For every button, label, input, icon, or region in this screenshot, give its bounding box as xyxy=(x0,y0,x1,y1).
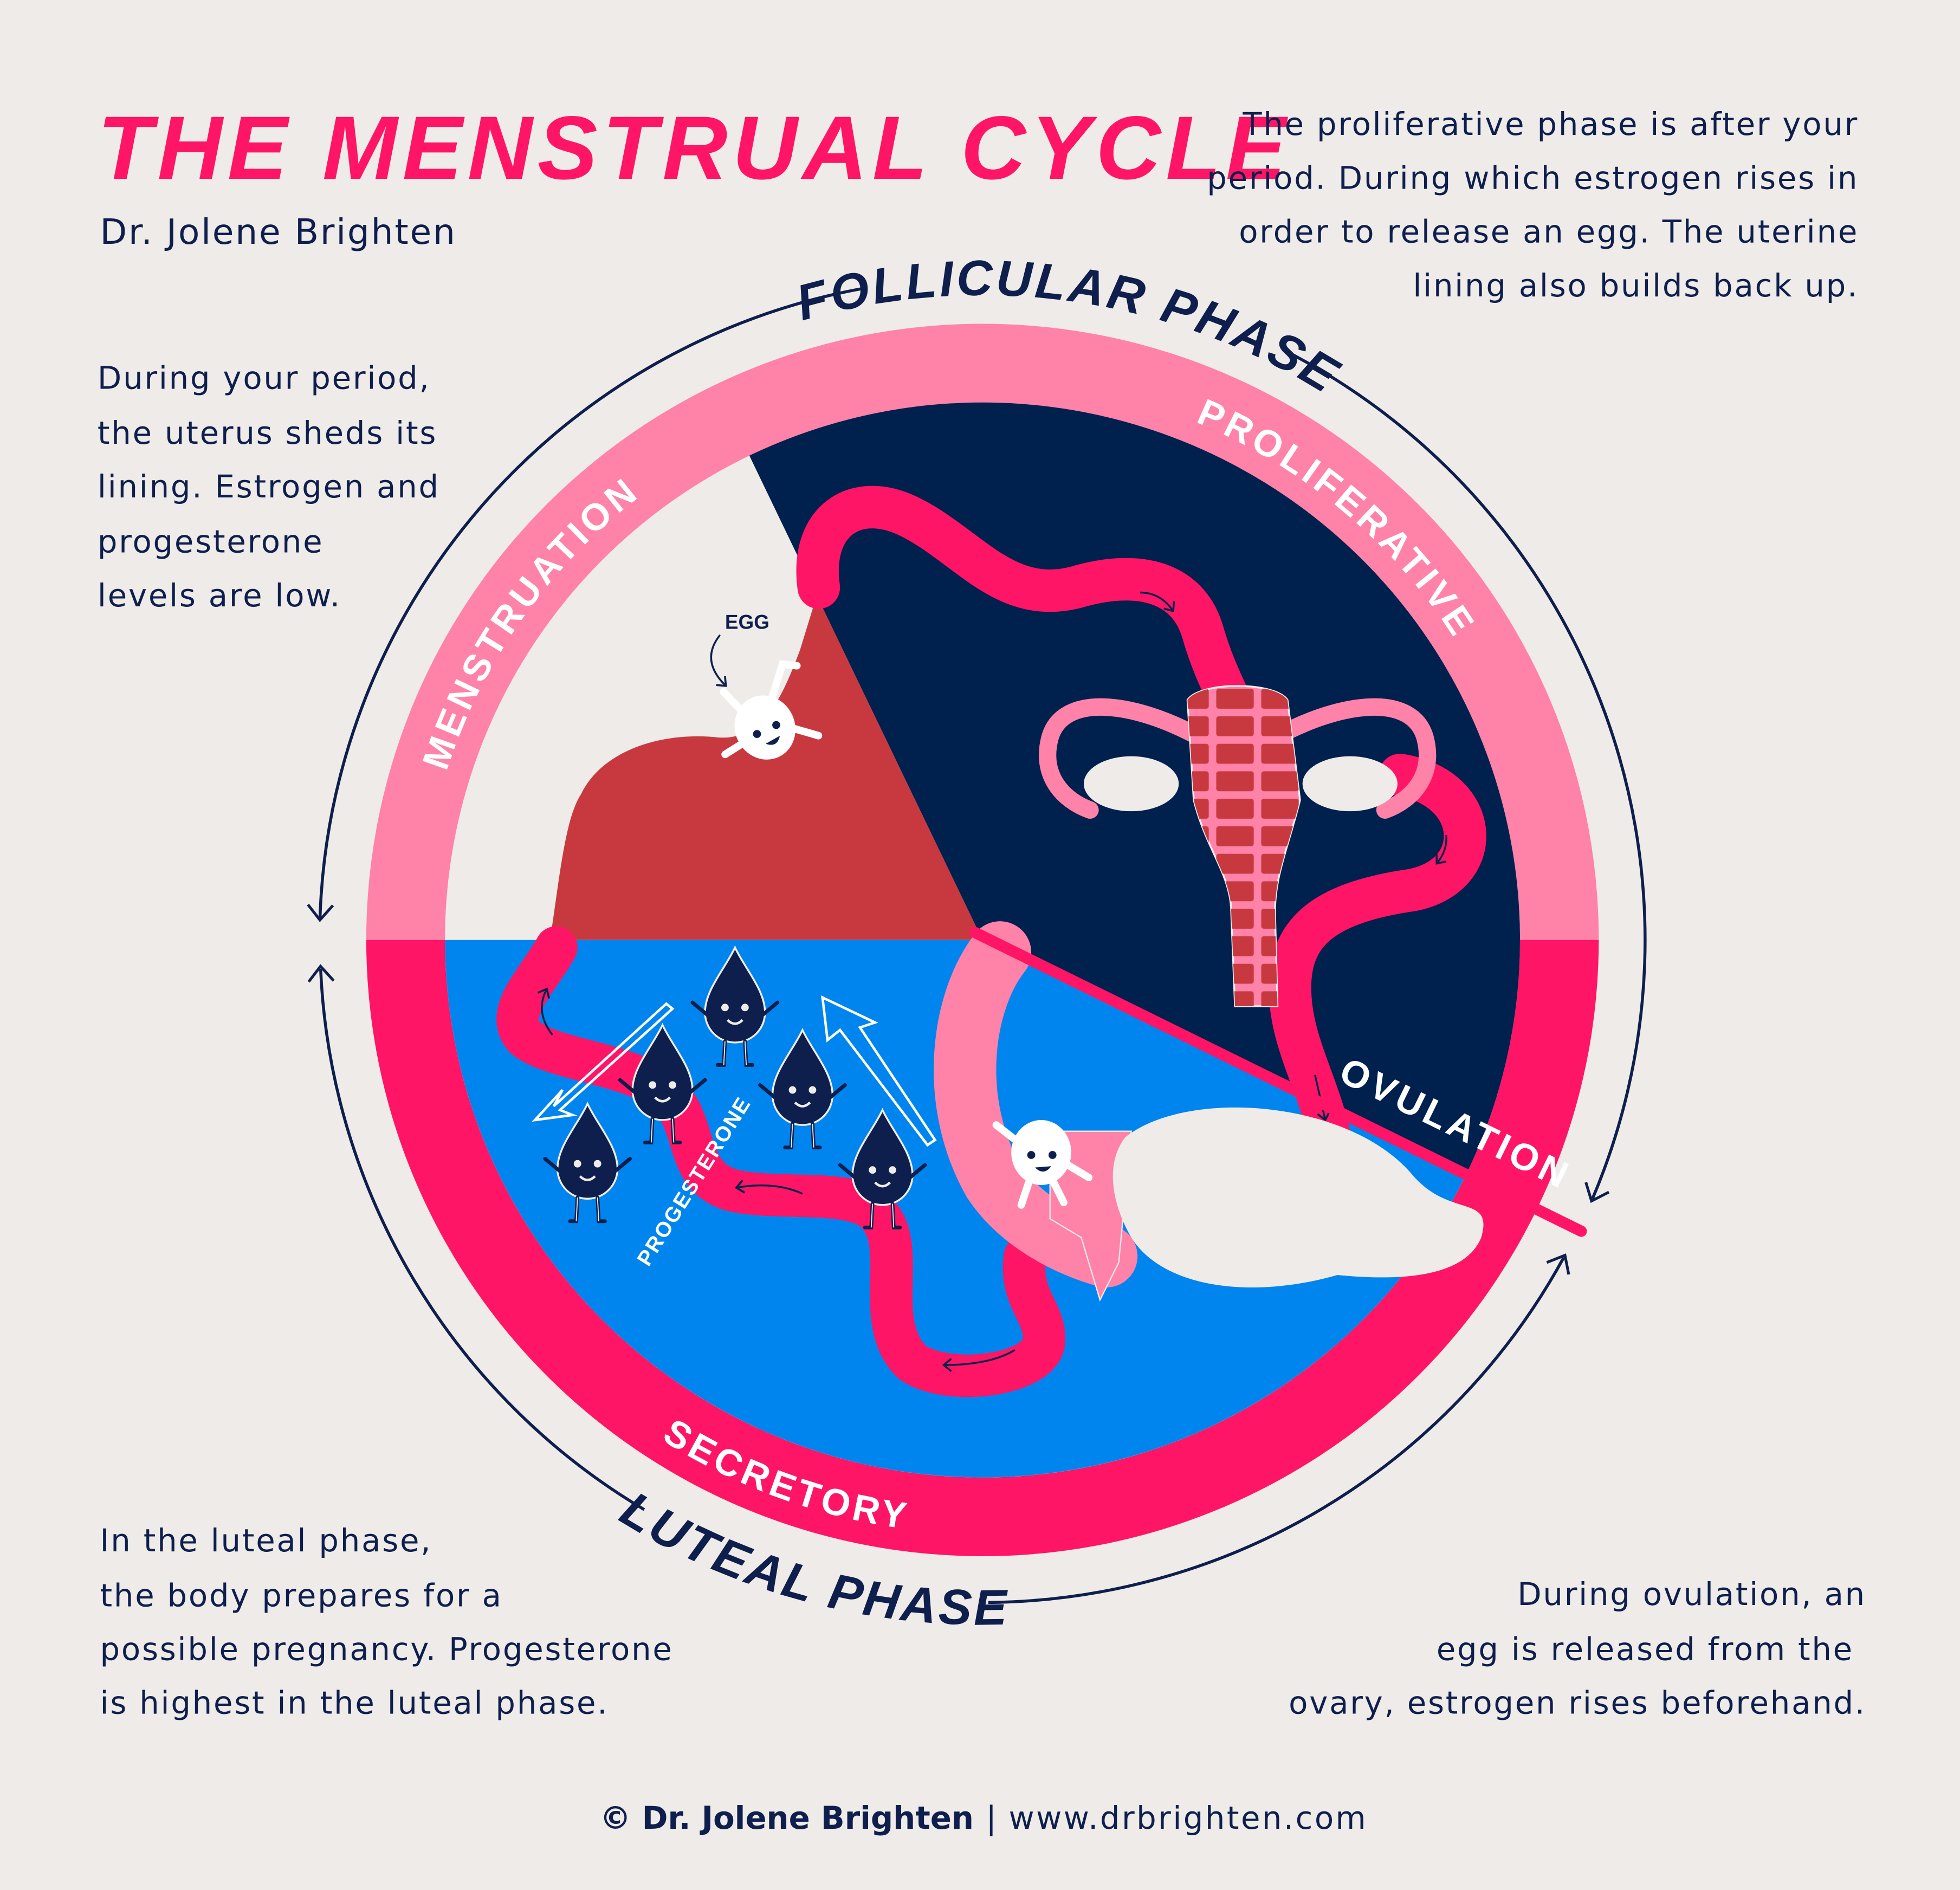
tube-top xyxy=(796,486,1259,740)
tube-bottom-left xyxy=(496,926,1065,1397)
flow-tubes xyxy=(496,486,1486,1397)
tube-right xyxy=(1269,754,1486,1190)
ovary xyxy=(1112,1107,1484,1288)
page-title: THE MENSTRUAL CYCLE xyxy=(98,98,1291,198)
fallopian-tube xyxy=(934,921,1138,1288)
proliferative-description: The proliferative phase is after your pe… xyxy=(1207,106,1859,304)
description-line: The proliferative phase is after your xyxy=(1242,106,1859,143)
egg-character-ovulation xyxy=(992,1119,1093,1209)
description-line: During ovulation, an xyxy=(1517,1576,1866,1613)
website-link[interactable]: www.drbrighten.com xyxy=(1009,1800,1368,1836)
ovary-right xyxy=(1302,756,1398,812)
description-line: the body prepares for a xyxy=(100,1577,503,1614)
egg-pointer-arrow xyxy=(710,634,727,687)
egg-label: EGG xyxy=(725,611,769,633)
luteal-arrow-left xyxy=(307,964,645,1511)
description-line: period. During which estrogen rises in xyxy=(1207,159,1859,196)
fimbriae xyxy=(1049,1130,1132,1302)
description-line: During your period, xyxy=(98,359,431,396)
ovulation-description: During ovulation, an egg is released fro… xyxy=(1289,1576,1866,1721)
description-line: lining. Estrogen and xyxy=(98,468,440,505)
menstruation-description: During your period, the uterus sheds its… xyxy=(98,359,440,614)
egg-character-menstruation xyxy=(720,660,823,770)
description-line: the uterus sheds its xyxy=(98,415,437,451)
luteal-description: In the luteal phase, the body prepares f… xyxy=(100,1522,674,1721)
description-line: possible pregnancy. Progesterone xyxy=(100,1630,674,1667)
copyright-text: © Dr. Jolene Brighten xyxy=(600,1800,974,1836)
description-line: order to release an egg. The uterine xyxy=(1239,213,1859,250)
uterus xyxy=(1039,685,1437,1007)
uterus-arm-right xyxy=(1266,698,1437,819)
description-line: ovary, estrogen rises beforehand. xyxy=(1289,1685,1866,1721)
description-line: lining also builds back up. xyxy=(1413,267,1859,304)
description-line: In the luteal phase, xyxy=(100,1522,432,1559)
secretory-half xyxy=(445,940,1466,1478)
description-line: levels are low. xyxy=(98,577,341,614)
progesterone-increase-arrow-icon xyxy=(821,995,937,1147)
luteal-arrow-right xyxy=(988,1253,1570,1604)
follicular-arrow-left xyxy=(307,287,862,922)
ring-bottom-half xyxy=(366,940,1599,1556)
uterus-arm-left xyxy=(1039,698,1209,819)
progesterone-decrease-arrow-icon xyxy=(532,1002,675,1122)
follicular-arrow-right xyxy=(1283,348,1647,1203)
description-line: is highest in the luteal phase. xyxy=(100,1685,609,1721)
footer-separator: | xyxy=(986,1800,997,1836)
ovulation-divider xyxy=(969,927,1587,1237)
author-name: Dr. Jolene Brighten xyxy=(100,212,457,253)
description-line: progesterone xyxy=(98,523,324,560)
description-line: egg is released from the xyxy=(1437,1630,1854,1667)
ovary-left xyxy=(1083,756,1179,812)
phase-arrows xyxy=(307,287,1647,1604)
footer: © Dr. Jolene Brighten | www.drbrighten.c… xyxy=(600,1800,1368,1836)
ring-top-half xyxy=(366,323,1599,940)
